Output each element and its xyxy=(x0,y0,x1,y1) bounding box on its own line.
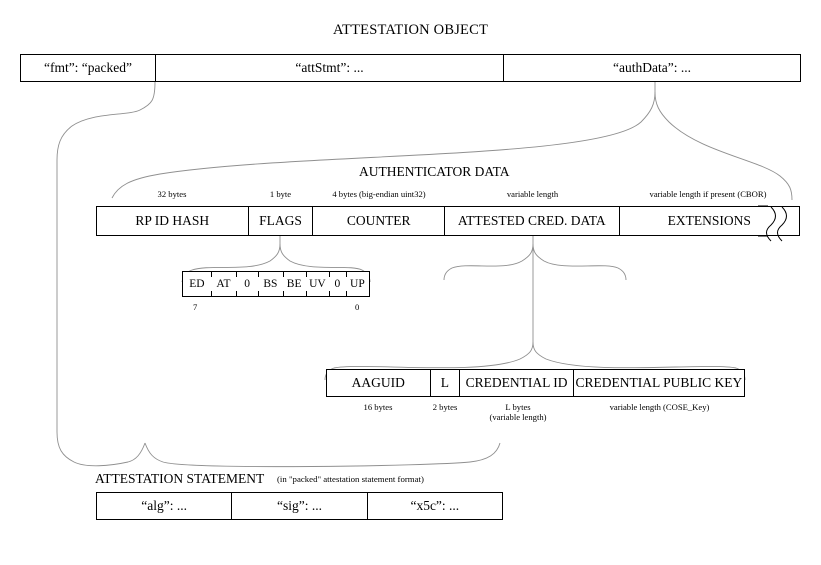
flags-lsb-index: 0 xyxy=(355,302,360,312)
attestation-object-cell-attstmt[interactable]: “attStmt”: ... xyxy=(156,55,504,81)
auth-data-cell-flags[interactable]: FLAGS xyxy=(249,207,314,235)
flag-bit-ed[interactable]: ED xyxy=(189,278,205,290)
size-label-credential-public-key: variable length (COSE_Key) xyxy=(609,402,710,412)
attestation-statement-note: (in "packed" attestation statement forma… xyxy=(277,474,424,484)
size-label-counter: 4 bytes (big-endian uint32) xyxy=(332,189,426,199)
auth-data-cell-attested-cred-data[interactable]: ATTESTED CRED. DATA xyxy=(445,207,620,235)
attestation-statement-row: “alg”: ... “sig”: ... “x5c”: ... xyxy=(96,492,503,520)
size-label-credential-id-note: (variable length) xyxy=(489,412,547,422)
authenticator-data-row: RP ID HASH FLAGS COUNTER ATTESTED CRED. … xyxy=(96,206,800,236)
flag-bit-rfu1[interactable]: 0 xyxy=(329,272,346,296)
auth-data-cell-extensions[interactable]: EXTENSIONS xyxy=(667,213,751,228)
size-label-flags: 1 byte xyxy=(269,189,292,199)
flags-msb-index: 7 xyxy=(193,302,198,312)
flags-byte-row: ED AT 0 BS BE UV 0 UP xyxy=(182,271,370,297)
flag-bit-be[interactable]: BE xyxy=(282,272,306,296)
size-label-credential-id: L bytes xyxy=(505,402,531,412)
size-label-extensions: variable length if present (CBOR) xyxy=(649,189,767,199)
attested-cred-cell-credential-public-key[interactable]: CREDENTIAL PUBLIC KEY xyxy=(575,375,743,390)
size-label-rpidhash: 32 bytes xyxy=(157,189,187,199)
size-label-attested-cred-data: variable length xyxy=(506,189,559,199)
attested-credential-data-row: AAGUID L CREDENTIAL ID CREDENTIAL PUBLIC… xyxy=(326,369,745,397)
size-label-aaguid: 16 bytes xyxy=(363,402,393,412)
attestation-statement-cell-alg[interactable]: “alg”: ... xyxy=(97,493,233,519)
attestation-statement-heading: ATTESTATION STATEMENT xyxy=(95,471,265,486)
flag-bit-bs[interactable]: BS xyxy=(258,272,282,296)
attested-cred-cell-l[interactable]: L xyxy=(431,370,461,396)
attested-cred-cell-aaguid[interactable]: AAGUID xyxy=(327,370,431,396)
attestation-object-cell-authdata[interactable]: “authData”: ... xyxy=(613,60,691,75)
attestation-object-row: “fmt”: “packed” “attStmt”: ... “authData… xyxy=(20,54,801,82)
auth-data-cell-rp-id-hash[interactable]: RP ID HASH xyxy=(97,207,249,235)
size-label-l: 2 bytes xyxy=(432,402,458,412)
auth-data-cell-counter[interactable]: COUNTER xyxy=(313,207,445,235)
flag-bit-at[interactable]: AT xyxy=(210,272,236,296)
authenticator-data-heading: AUTHENTICATOR DATA xyxy=(359,164,510,179)
flag-bit-up[interactable]: UP xyxy=(345,272,369,296)
attested-cred-cell-credential-id[interactable]: CREDENTIAL ID xyxy=(460,370,574,396)
attestation-object-cell-fmt[interactable]: “fmt”: “packed” xyxy=(21,55,156,81)
flag-bit-uv[interactable]: UV xyxy=(305,272,329,296)
flag-bit-rfu2[interactable]: 0 xyxy=(236,272,258,296)
attestation-statement-cell-x5c[interactable]: “x5c”: ... xyxy=(410,498,460,513)
page-title: ATTESTATION OBJECT xyxy=(332,22,489,38)
attestation-statement-cell-sig[interactable]: “sig”: ... xyxy=(232,493,368,519)
